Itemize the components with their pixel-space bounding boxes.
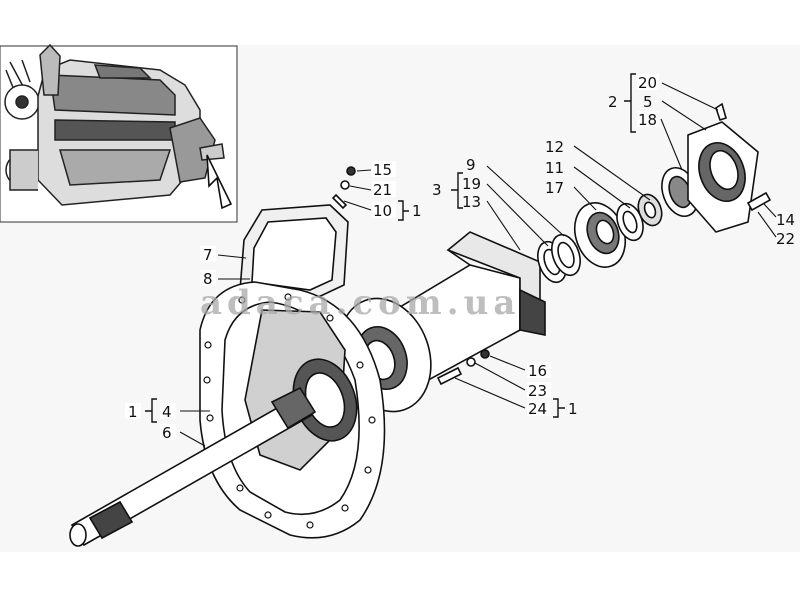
callout-18: 18 [638,111,657,129]
callout-20: 20 [638,74,657,92]
callout-1-top: 1 [412,202,422,220]
brackets [145,73,636,423]
callout-17: 17 [545,179,564,197]
callout-1-right: 1 [568,400,578,418]
watermark-text: adaca.com.ua [200,283,520,323]
callout-numbers: 20 5 18 2 12 11 17 9 19 13 3 15 21 10 1 … [125,74,795,442]
location-arrow-icon [206,154,233,210]
callout-2: 2 [608,93,618,111]
callout-21: 21 [373,181,392,199]
engine-inset [0,43,238,223]
bolt-14 [746,191,772,212]
nut-12 [637,193,663,227]
callout-24: 24 [528,400,547,418]
callout-3: 3 [432,181,442,199]
callout-5: 5 [643,93,653,111]
leader-lines [179,82,777,447]
washer-21 [340,180,350,190]
callout-8: 8 [203,270,213,288]
callout-16: 16 [528,362,547,380]
callout-11: 11 [545,159,564,177]
callout-23: 23 [528,382,547,400]
washer-23 [466,357,476,367]
fitting-20 [715,102,727,122]
callout-14: 14 [776,211,795,229]
callout-15: 15 [373,161,392,179]
callout-4: 4 [162,403,172,421]
engine-illustration [4,43,225,206]
callout-13: 13 [462,193,481,211]
stud-10 [331,193,348,210]
callout-1-left: 1 [128,403,138,421]
drive-shaft [69,386,317,547]
callout-12: 12 [545,138,564,156]
callout-6: 6 [162,424,172,442]
cover-flange-5 [687,121,759,233]
callout-10: 10 [373,202,392,220]
stud-24 [436,366,463,386]
nut-15 [346,166,356,176]
nut-16 [480,349,490,359]
bearing-17 [573,202,627,268]
callout-19: 19 [462,175,481,193]
top-margin [0,0,800,45]
callout-7: 7 [203,246,213,264]
callout-9: 9 [466,156,476,174]
callout-22: 22 [776,230,795,248]
